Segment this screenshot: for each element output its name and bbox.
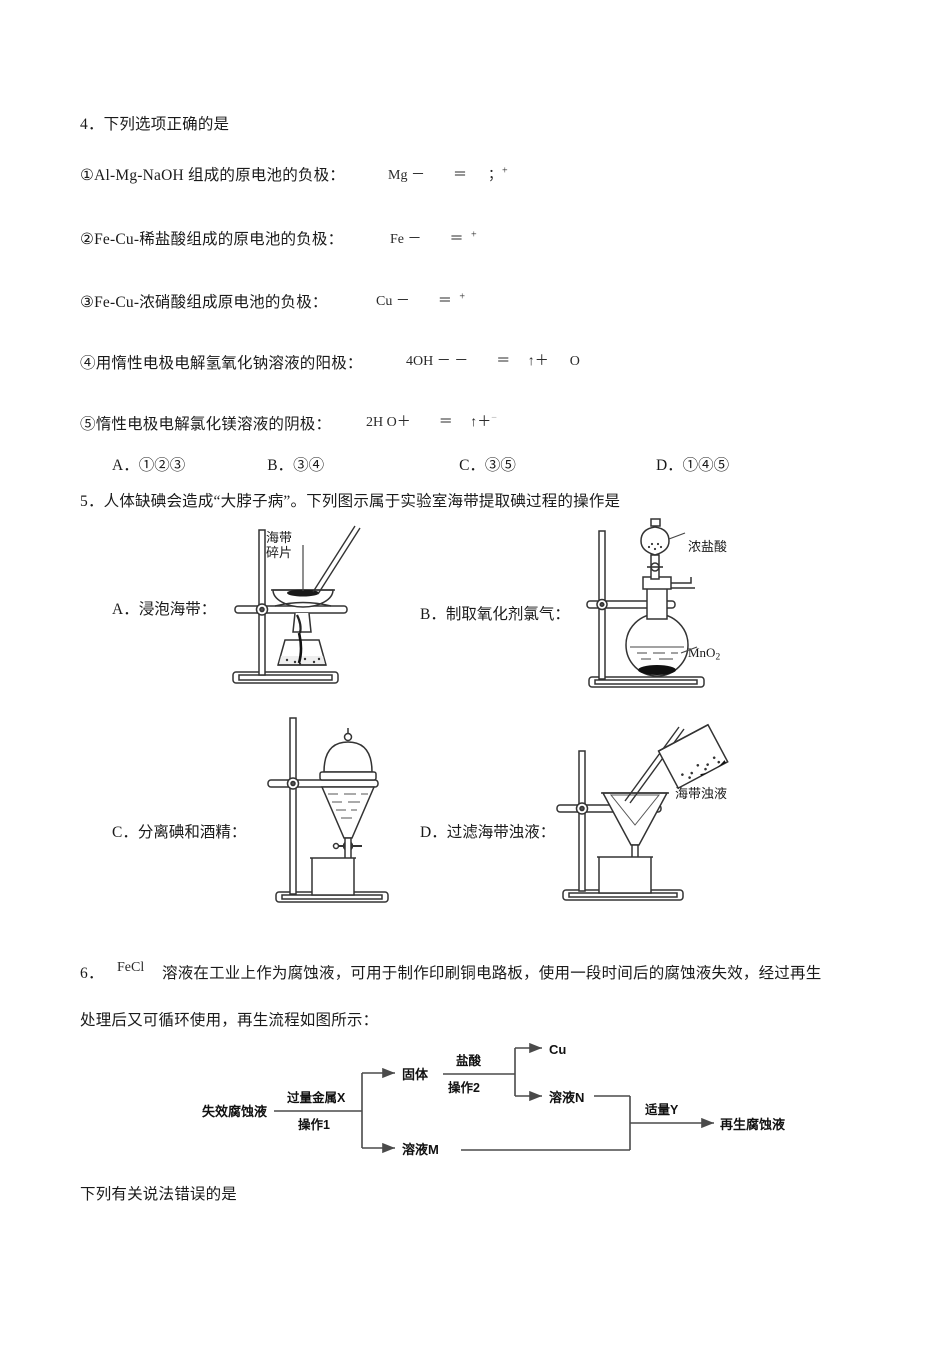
question-4-stem: 下列选项正确的是: [103, 116, 230, 133]
apparatus-chlorine-generator: [585, 518, 755, 695]
concentrated-hcl-annotation: 浓盐酸: [688, 539, 728, 554]
question-4-heading: 4．下列选项正确的是: [80, 113, 229, 136]
question-4-options: A．①②③ B．③④ C．③⑤ D．①④⑤: [112, 453, 729, 475]
apparatus-separatory-funnel: [262, 710, 422, 910]
flow-label-step2-top: 盐酸: [456, 1053, 482, 1068]
question-4-item-4: ④用惰性电极电解氢氧化钠溶液的阳极：: [80, 352, 363, 375]
question-4-item-1: ①Al-Mg-NaOH 组成的原电池的负极：: [80, 164, 345, 187]
kelp-pieces-annotation: 海带 碎片: [265, 530, 292, 560]
flow-label-step1-bottom: 操作1: [298, 1117, 330, 1132]
item-3-marker: ③: [80, 294, 95, 311]
flow-label-final: 适量Y: [645, 1102, 679, 1117]
option-d[interactable]: D．①④⑤: [655, 457, 730, 474]
question-6-number: 6．: [80, 965, 104, 982]
apparatus-filtration: [555, 705, 755, 910]
regeneration-flowchart: 失效腐蚀液 过量金属X 操作1 固体 溶液M 盐酸 操作2 Cu 溶: [190, 1038, 785, 1173]
question-6-stem-line-1: 溶液在工业上作为腐蚀液，可用于制作印刷铜电路板，使用一段时间后的腐蚀液失效，经过…: [162, 965, 822, 982]
question-5-number: 5．: [80, 493, 104, 510]
flow-label-step2-bottom: 操作2: [448, 1080, 480, 1095]
item-2-equation: Fe － ＝ +: [390, 229, 477, 248]
item-5-marker: ⑤: [80, 416, 96, 433]
option-c[interactable]: C．③⑤: [459, 457, 516, 474]
flow-node-solid: 固体: [402, 1067, 429, 1082]
item-3-equation: Cu － ＝ +: [376, 291, 465, 310]
kelp-suspension-annotation: 海带浊液: [675, 786, 728, 801]
item-1-text: Al-Mg-NaOH 组成的原电池的负极：: [94, 167, 346, 184]
apparatus-soak-kelp: [215, 520, 375, 695]
item-1-marker: ①: [80, 167, 95, 184]
flow-label-step1-top: 过量金属X: [287, 1090, 346, 1105]
item-5-equation: 2H O＋ ＝ ↑＋−: [366, 412, 497, 431]
q5-choice-d-label[interactable]: D．过滤海带浊液：: [420, 824, 556, 841]
option-b[interactable]: B．③④: [267, 457, 325, 474]
item-4-text: 用惰性电极电解氢氧化钠溶液的阳极：: [95, 355, 363, 372]
q5-choice-c-label[interactable]: C．分离碘和酒精：: [112, 824, 247, 841]
question-6-stem-line-2: 处理后又可循环使用，再生流程如图所示：: [80, 1012, 379, 1029]
question-5-heading: 5．人体缺碘会造成“大脖子病”。下列图示属于实验室海带提取碘过程的操作是: [80, 490, 620, 513]
question-6-formula: FeCl: [117, 960, 145, 975]
item-2-marker: ②: [80, 231, 95, 248]
question-6-closing: 下列有关说法错误的是: [80, 1186, 238, 1203]
item-4-equation: 4OH － － ＝ ↑＋ O: [406, 354, 580, 369]
item-2-text: Fe-Cu-稀盐酸组成的原电池的负极：: [94, 231, 344, 248]
q5-choice-b-label[interactable]: B．制取氧化剂氯气：: [420, 606, 570, 623]
item-4-marker: ④: [80, 355, 96, 372]
q5-choice-a-label[interactable]: A．浸泡海带：: [112, 601, 217, 618]
manganese-dioxide-annotation: MnO2: [688, 645, 721, 663]
flow-node-solution-n: 溶液N: [549, 1090, 584, 1105]
flow-node-solution-m: 溶液M: [402, 1142, 439, 1157]
item-5-text: 惰性电极电解氯化镁溶液的阴极：: [95, 416, 332, 433]
flow-node-start: 失效腐蚀液: [202, 1104, 267, 1119]
question-5-stem: 人体缺碘会造成“大脖子病”。下列图示属于实验室海带提取碘过程的操作是: [103, 493, 621, 510]
option-a[interactable]: A．①②③: [112, 457, 186, 474]
question-4-number: 4．: [80, 116, 104, 133]
item-1-equation: Mg － ＝ ；+: [388, 165, 508, 184]
question-4-item-2: ②Fe-Cu-稀盐酸组成的原电池的负极：: [80, 228, 343, 251]
flow-node-copper: Cu: [549, 1042, 566, 1057]
question-4-item-3: ③Fe-Cu-浓硝酸组成原电池的负极：: [80, 291, 328, 314]
question-4-item-5: ⑤惰性电极电解氯化镁溶液的阴极：: [80, 413, 331, 436]
flow-node-product: 再生腐蚀液: [720, 1117, 785, 1132]
item-3-text: Fe-Cu-浓硝酸组成原电池的负极：: [94, 294, 328, 311]
